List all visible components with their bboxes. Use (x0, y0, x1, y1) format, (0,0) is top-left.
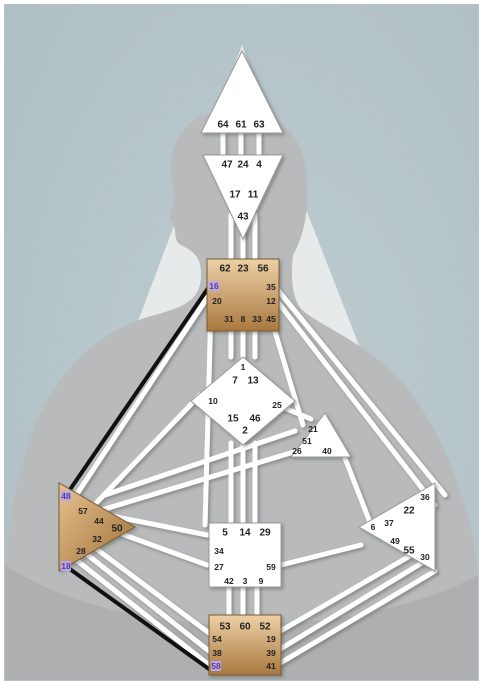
active-channels (65, 279, 215, 671)
gate-5: 5 (222, 528, 228, 539)
gate-61: 61 (235, 120, 247, 131)
spleen-center (58, 482, 136, 572)
gate-33: 33 (252, 314, 262, 324)
gate-27: 27 (214, 562, 224, 572)
gate-49: 49 (390, 536, 400, 546)
gate-48: 48 (61, 491, 71, 501)
gate-11: 11 (248, 190, 259, 201)
gate-14: 14 (239, 528, 251, 539)
gate-46: 46 (249, 414, 261, 425)
gate-58: 58 (211, 661, 221, 671)
gate-2: 2 (242, 426, 248, 437)
gate-53: 53 (219, 622, 231, 633)
gate-15: 15 (227, 414, 239, 425)
gate-highlight-18 (61, 561, 71, 571)
gate-1: 1 (241, 362, 246, 372)
gate-41: 41 (266, 661, 276, 671)
gate-40: 40 (322, 446, 332, 456)
gate-9: 9 (259, 576, 264, 586)
gate-3: 3 (243, 576, 248, 586)
gate-35: 35 (266, 282, 276, 292)
gate-7: 7 (232, 376, 238, 387)
solar-plexus-center (358, 482, 436, 572)
gate-highlight-16 (209, 281, 219, 291)
gate-34: 34 (214, 546, 224, 556)
gate-24: 24 (237, 160, 249, 171)
gate-29: 29 (259, 528, 271, 539)
gate-26: 26 (292, 446, 302, 456)
ajna-center (202, 154, 284, 241)
gate-22: 22 (403, 506, 415, 517)
gate-57: 57 (78, 506, 88, 516)
channel-16-48 (67, 279, 215, 493)
gate-8: 8 (241, 314, 246, 324)
g-center (190, 356, 296, 446)
gate-50: 50 (111, 524, 123, 535)
head-center (200, 49, 284, 134)
gate-13: 13 (247, 376, 259, 387)
gate-38: 38 (212, 648, 222, 658)
sacral-center (208, 522, 282, 588)
gate-36: 36 (420, 492, 430, 502)
gate-10: 10 (208, 396, 218, 406)
channels (72, 130, 448, 668)
gate-highlight-58 (211, 661, 221, 671)
gate-18: 18 (61, 561, 71, 571)
gate-55: 55 (403, 546, 415, 557)
gate-12: 12 (266, 296, 276, 306)
gate-highlight-48 (61, 491, 71, 501)
gate-20: 20 (212, 296, 222, 306)
throat-center (206, 258, 280, 332)
gate-54: 54 (212, 634, 222, 644)
body-silhouette-shade (5, 565, 478, 680)
gate-47: 47 (221, 160, 233, 171)
bodygraph-chart: 64 61 63 47 24 4 17 11 43 62 23 56 16 35… (4, 4, 479, 681)
gate-59: 59 (266, 562, 276, 572)
gate-6: 6 (371, 522, 376, 532)
gate-19: 19 (266, 634, 276, 644)
gate-30: 30 (420, 552, 430, 562)
gate-31: 31 (224, 314, 234, 324)
bodygraph-svg: 64 61 63 47 24 4 17 11 43 62 23 56 16 35… (5, 5, 478, 680)
gate-60: 60 (239, 622, 251, 633)
gate-45: 45 (266, 314, 276, 324)
gate-17: 17 (229, 190, 241, 201)
gate-56: 56 (257, 264, 269, 275)
gate-43: 43 (237, 212, 249, 223)
gate-39: 39 (266, 648, 276, 658)
channel-18-58 (65, 565, 211, 671)
gate-16: 16 (209, 281, 219, 291)
gate-62: 62 (219, 264, 231, 275)
gate-32: 32 (92, 534, 102, 544)
gate-51: 51 (302, 436, 312, 446)
gate-44: 44 (94, 516, 104, 526)
heart-center (289, 412, 352, 458)
gate-64: 64 (217, 120, 229, 131)
gate-63: 63 (253, 120, 265, 131)
gate-42: 42 (224, 576, 234, 586)
gate-4: 4 (256, 160, 262, 171)
gate-21: 21 (308, 424, 318, 434)
gate-23: 23 (237, 264, 249, 275)
gate-25: 25 (272, 400, 282, 410)
gate-37: 37 (384, 518, 394, 528)
gate-52: 52 (259, 622, 271, 633)
gate-labels: 64 61 63 47 24 4 17 11 43 62 23 56 16 35… (61, 120, 430, 672)
gate-28: 28 (76, 546, 86, 556)
